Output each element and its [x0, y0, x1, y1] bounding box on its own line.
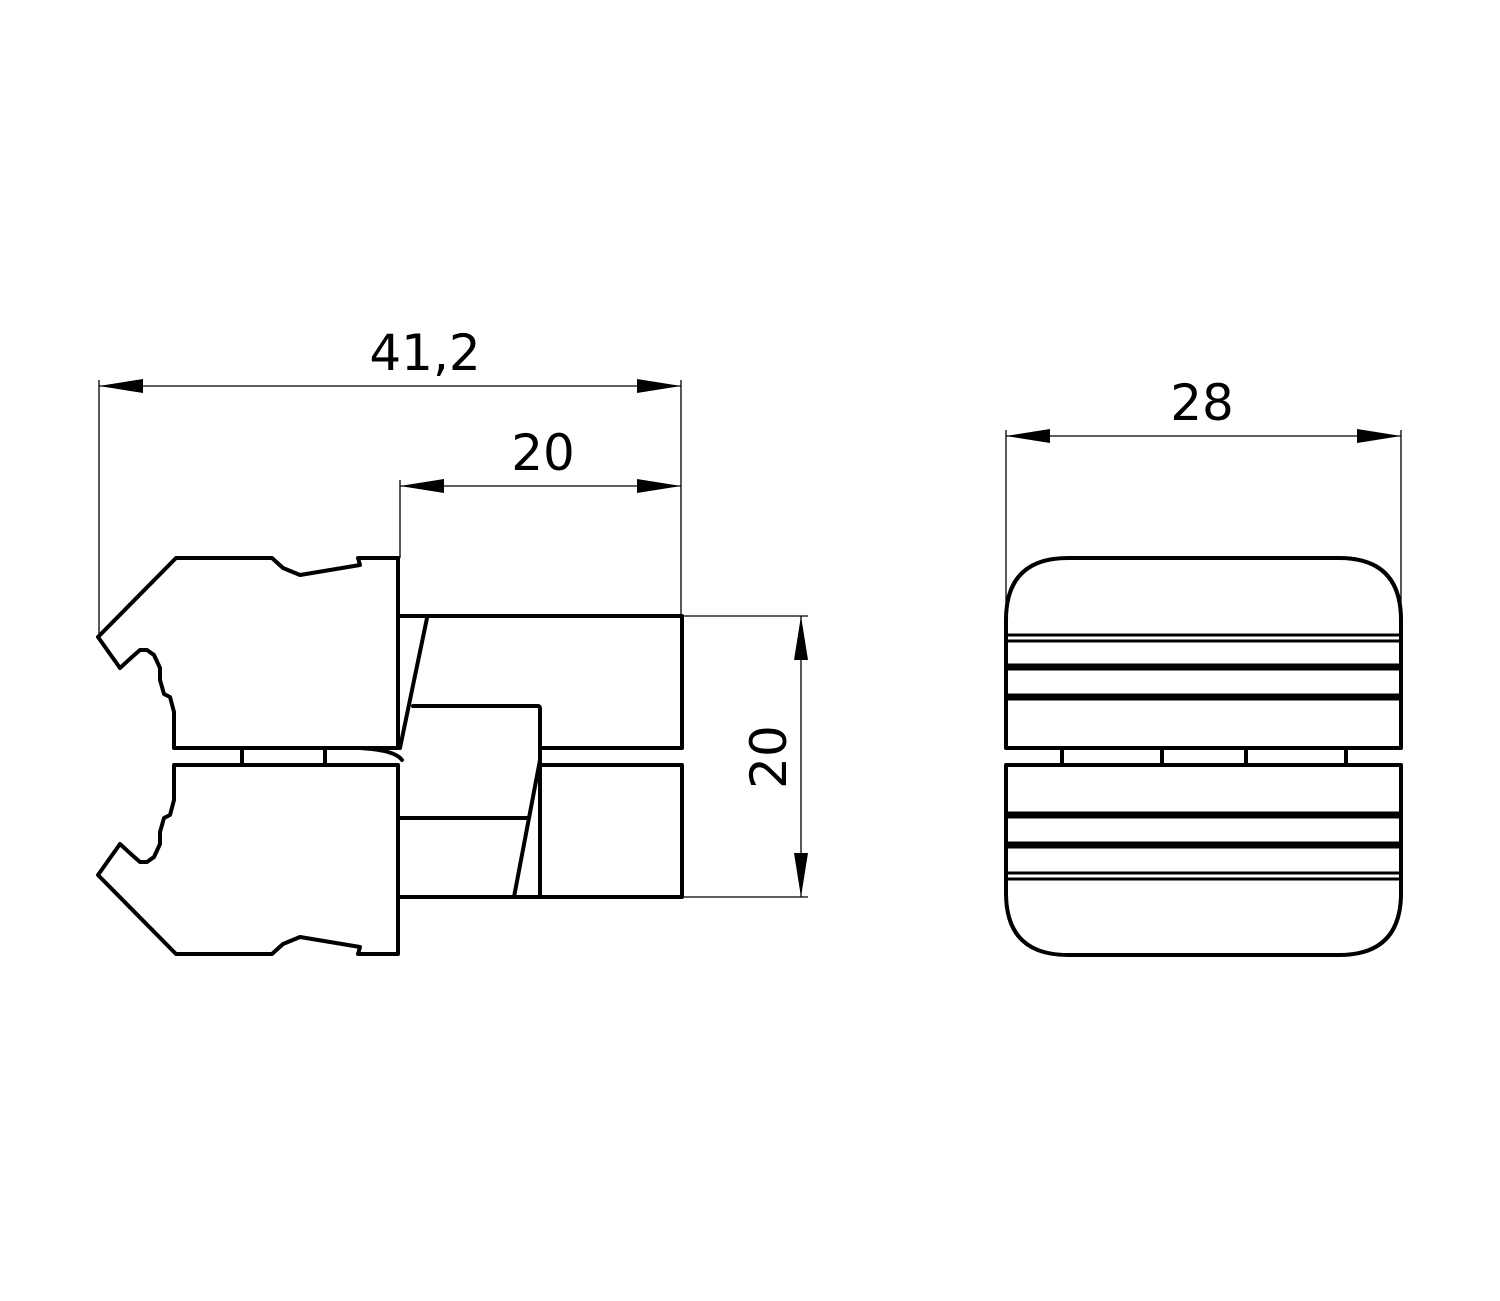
insert-block — [411, 704, 542, 899]
ribs — [1008, 663, 1399, 849]
insert-lower — [398, 758, 684, 899]
dimension-label: 28 — [1170, 374, 1234, 432]
dimension-width: 28 — [1005, 374, 1402, 620]
dimension-insert-height: 20 — [682, 615, 808, 898]
grooves — [1006, 633, 1401, 881]
dimension-insert-length: 20 — [399, 424, 681, 558]
insert-upper — [398, 614, 684, 750]
dimension-label: 20 — [740, 725, 798, 789]
lower-clamp-outline — [96, 763, 400, 956]
side-view — [96, 556, 684, 956]
dimension-label: 41,2 — [369, 324, 480, 382]
front-view — [1004, 556, 1403, 957]
lower-half-outline — [1004, 763, 1403, 957]
upper-half-outline — [1004, 556, 1403, 750]
clamp-connectors — [240, 746, 404, 767]
dimension-overall-length: 41,2 — [98, 324, 682, 635]
upper-clamp-outline — [96, 556, 400, 750]
connectors — [1060, 746, 1348, 767]
dimension-label: 20 — [511, 424, 575, 482]
